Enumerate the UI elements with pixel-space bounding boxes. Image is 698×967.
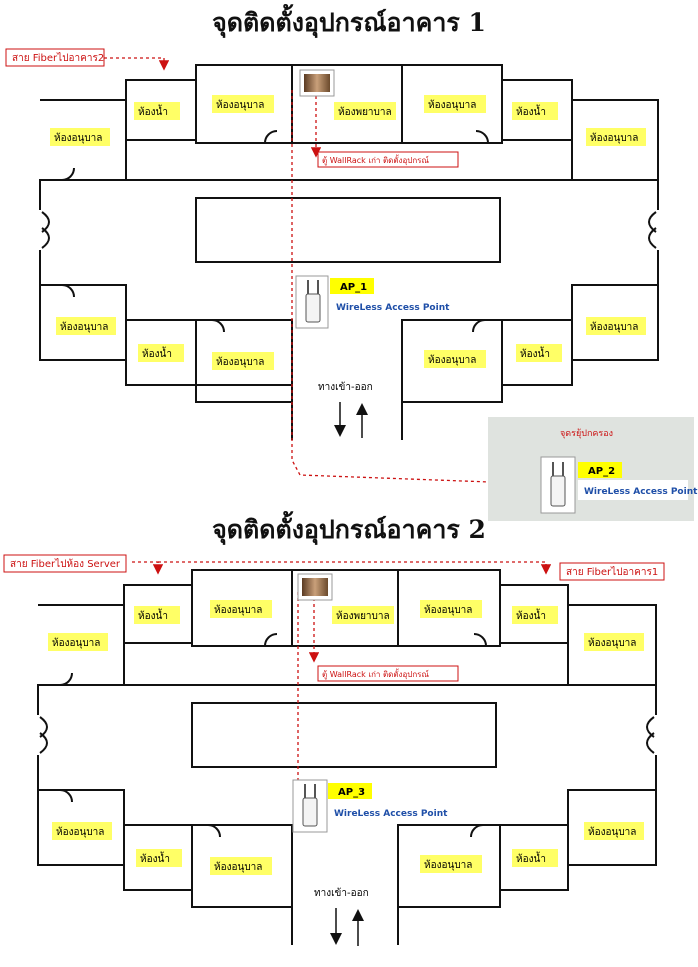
b1-fiber-lines	[104, 57, 491, 483]
b1-ap1-label: WireLess Access Point	[336, 303, 450, 313]
b1-room-nursery-top-right: ห้องอนุบาล	[590, 132, 638, 144]
b1-room-nursery-top-right-mid: ห้องอนุบาล	[428, 99, 476, 111]
b2-fiber-to-server-label: สาย Fiberไปห้อง Server	[10, 558, 121, 570]
b2-room-nursery-bottom-left: ห้องอนุบาล	[56, 826, 104, 838]
b2-fiber-to-b1-label: สาย Fiberไปอาคาร1	[566, 566, 658, 578]
b2-room-nursery-top-right-mid: ห้องอนุบาล	[424, 604, 472, 616]
building1-plan	[39, 64, 659, 440]
b2-wallrack-note: ตู้ WallRack เก่า ติดตั้งอุปกรณ์	[322, 668, 429, 680]
b2-ap3-label: WireLess Access Point	[334, 809, 448, 819]
b1-entrance-arrows	[334, 402, 368, 438]
b2-room-bath-bottom-right: ห้องน้ำ	[516, 851, 546, 865]
b1-fiber-to-b2-label: สาย Fiberไปอาคาร2	[12, 52, 104, 64]
building2-plan	[37, 569, 657, 945]
building2-title: จุดติดตั้งอุปกรณ์อาคาร 2	[212, 515, 486, 544]
b1-ap2-label: WireLess Access Point	[584, 487, 698, 497]
b2-entrance-label: ทางเข้า-ออก	[314, 887, 369, 899]
b1-room-nursery-top-mid: ห้องอนุบาล	[216, 99, 264, 111]
b1-labels: สาย Fiberไปอาคาร2 ตู้ WallRack เก่า ติดต…	[5, 48, 698, 500]
b2-entrance-arrows	[330, 908, 364, 946]
b2-room-nursery-top-left: ห้องอนุบาล	[52, 637, 100, 649]
guard-box-title: จุดรยุ้ปกครอง	[560, 428, 613, 439]
b1-ap2-tag: AP_2	[588, 466, 615, 477]
b2-ap3-device	[292, 779, 328, 833]
b1-wallrack-note: ตู้ WallRack เก่า ติดตั้งอุปกรณ์	[322, 154, 429, 166]
b2-room-nursery-bottom-right: ห้องอนุบาล	[588, 826, 636, 838]
b1-room-nursery-top-left: ห้องอนุบาล	[54, 132, 102, 144]
building1-title: จุดติดตั้งอุปกรณ์อาคาร 1	[212, 8, 486, 37]
b1-room-bath-top-right: ห้องน้ำ	[516, 104, 546, 118]
b1-room-bath-bottom-right: ห้องน้ำ	[520, 346, 550, 360]
b2-labels: สาย Fiberไปห้อง Server สาย Fiberไปอาคาร1…	[3, 554, 665, 899]
b1-room-nursery-bottom-mid-left: ห้องอนุบาล	[216, 356, 264, 368]
b1-ap1-device	[295, 275, 329, 329]
b1-room-nursery-bottom-left: ห้องอนุบาล	[60, 321, 108, 333]
b2-wallrack	[297, 573, 333, 601]
b2-room-nursery-bottom-mid-right: ห้องอนุบาล	[424, 859, 472, 871]
b2-fiber-lines	[132, 561, 552, 790]
b1-room-nurse: ห้องพยาบาล	[338, 106, 392, 118]
b2-room-nursery-top-mid: ห้องอนุบาล	[214, 604, 262, 616]
b1-room-nursery-bottom-mid-right: ห้องอนุบาล	[428, 354, 476, 366]
b1-ap2-device	[540, 456, 576, 514]
b1-room-bath-bottom-left: ห้องน้ำ	[142, 346, 172, 360]
b1-ap1-tag: AP_1	[340, 282, 367, 293]
b2-room-bath-bottom-left: ห้องน้ำ	[140, 851, 170, 865]
b2-room-nurse: ห้องพยาบาล	[336, 610, 390, 622]
b2-room-nursery-top-right: ห้องอนุบาล	[588, 637, 636, 649]
b1-room-nursery-bottom-right: ห้องอนุบาล	[590, 321, 638, 333]
b2-room-nursery-bottom-mid-left: ห้องอนุบาล	[214, 861, 262, 873]
b1-wallrack	[299, 69, 335, 97]
b2-room-bath-top-right: ห้องน้ำ	[516, 608, 546, 622]
b2-room-bath-top-left: ห้องน้ำ	[138, 608, 168, 622]
b1-room-bath-top-left: ห้องน้ำ	[138, 104, 168, 118]
b2-ap3-tag: AP_3	[338, 787, 365, 798]
b1-entrance-label: ทางเข้า-ออก	[318, 381, 373, 393]
